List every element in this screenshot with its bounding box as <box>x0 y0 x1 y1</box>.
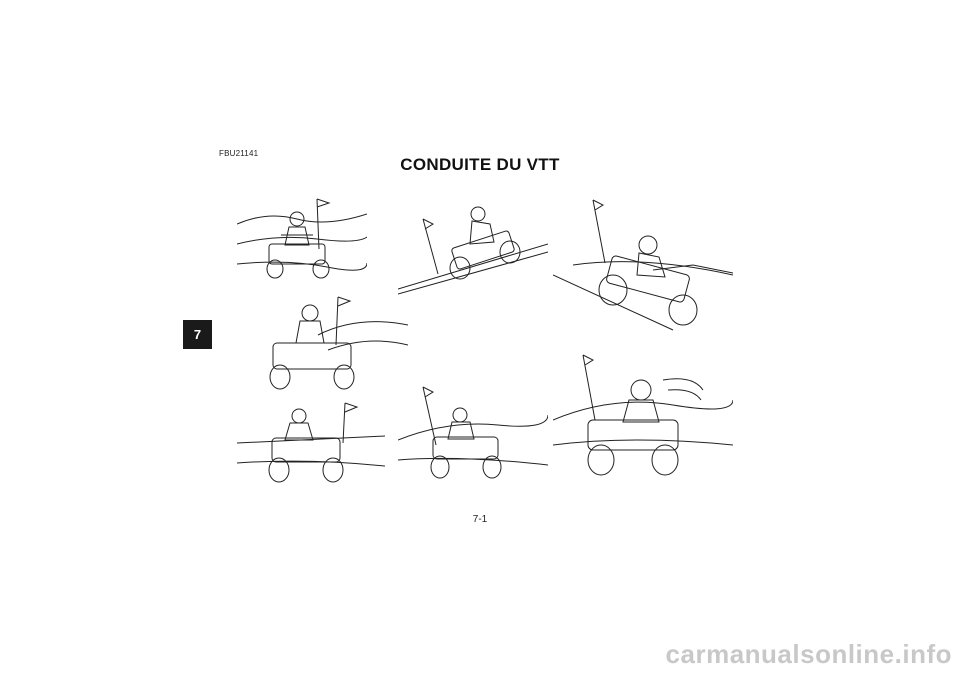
atv-rider-icon <box>237 198 367 279</box>
page-number: 7-1 <box>472 514 488 525</box>
illustration-atv-front-riding <box>237 398 385 493</box>
atv-rider-icon <box>398 206 548 295</box>
illustration-atv-steep-climb <box>553 195 733 335</box>
watermark: carmanualsonline.info <box>665 639 952 669</box>
atv-rider-icon <box>269 296 408 390</box>
atv-rider-icon <box>553 354 733 476</box>
atv-rider-icon <box>553 199 733 331</box>
reference-code: FBU21141 <box>219 149 259 158</box>
chapter-tab: 7 <box>183 320 212 349</box>
illustration-atv-front-turn <box>258 295 408 395</box>
illustration-atv-downhill-front <box>237 189 367 289</box>
illustration-atv-side-hill-climb <box>398 194 548 299</box>
illustration-atv-rough-terrain <box>398 385 548 490</box>
illustration-atv-rider-looking-back <box>553 350 733 490</box>
page-title: CONDUITE DU VTT <box>400 155 560 174</box>
atv-rider-icon <box>398 386 548 479</box>
atv-rider-icon <box>237 402 385 483</box>
